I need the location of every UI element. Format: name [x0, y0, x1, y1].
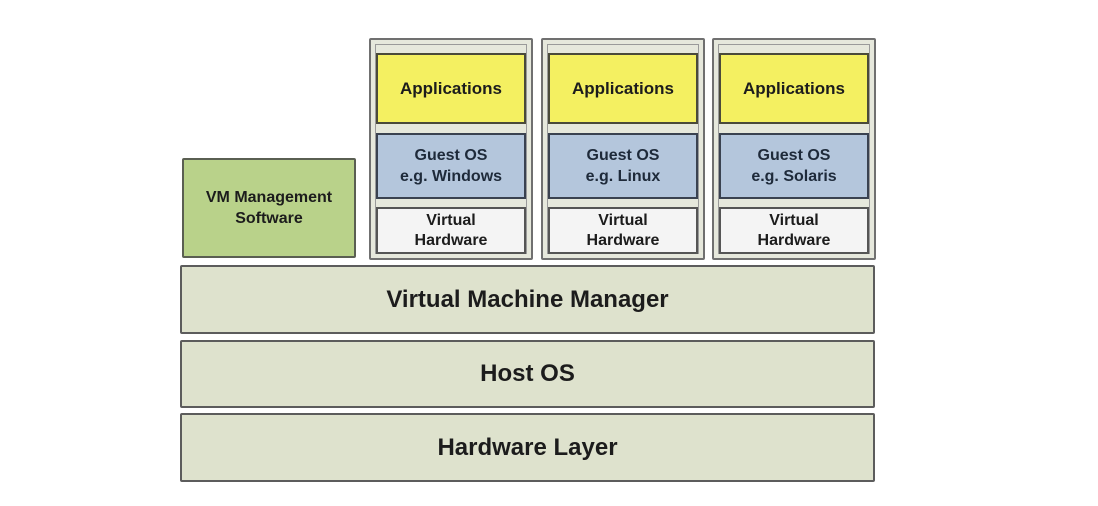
virtual-hardware-line2: Hardware [586, 231, 660, 249]
guest-os-example: e.g. Solaris [751, 168, 837, 185]
virtual-hardware-line1: Virtual [598, 211, 648, 229]
host-os-layer: Host OS [180, 340, 875, 408]
virtual-machine-windows: Applications Guest OS e.g. Windows Virtu… [369, 38, 533, 260]
virtual-hardware-box: Virtual Hardware [548, 207, 698, 254]
virtual-hardware-line1: Virtual [769, 211, 819, 229]
guest-os-label: Guest OS [414, 147, 488, 164]
hardware-layer: Hardware Layer [180, 413, 875, 482]
applications-box: Applications [376, 53, 526, 124]
guest-os-label: Guest OS [757, 147, 831, 164]
guest-os-label: Guest OS [586, 147, 660, 164]
virtual-hardware-line2: Hardware [757, 231, 831, 249]
virtual-hardware-box: Virtual Hardware [719, 207, 869, 254]
applications-box: Applications [719, 53, 869, 124]
guest-os-example: e.g. Linux [585, 168, 661, 185]
guest-os-box: Guest OS e.g. Linux [548, 133, 698, 199]
virtual-machine-linux: Applications Guest OS e.g. Linux Virtual… [541, 38, 705, 260]
guest-os-box: Guest OS e.g. Solaris [719, 133, 869, 199]
virtual-hardware-line1: Virtual [426, 211, 476, 229]
virtual-machine-solaris: Applications Guest OS e.g. Solaris Virtu… [712, 38, 876, 260]
virtual-hardware-box: Virtual Hardware [376, 207, 526, 254]
virtual-machine-manager-layer: Virtual Machine Manager [180, 265, 875, 334]
vm-management-label-line1: VM Management [205, 189, 333, 206]
vm-management-label-line2: Software [235, 210, 303, 227]
virtual-hardware-line2: Hardware [414, 231, 488, 249]
applications-box: Applications [548, 53, 698, 124]
guest-os-box: Guest OS e.g. Windows [376, 133, 526, 199]
guest-os-example: e.g. Windows [399, 168, 503, 185]
vm-management-software-box: VM Management Software [182, 158, 356, 258]
